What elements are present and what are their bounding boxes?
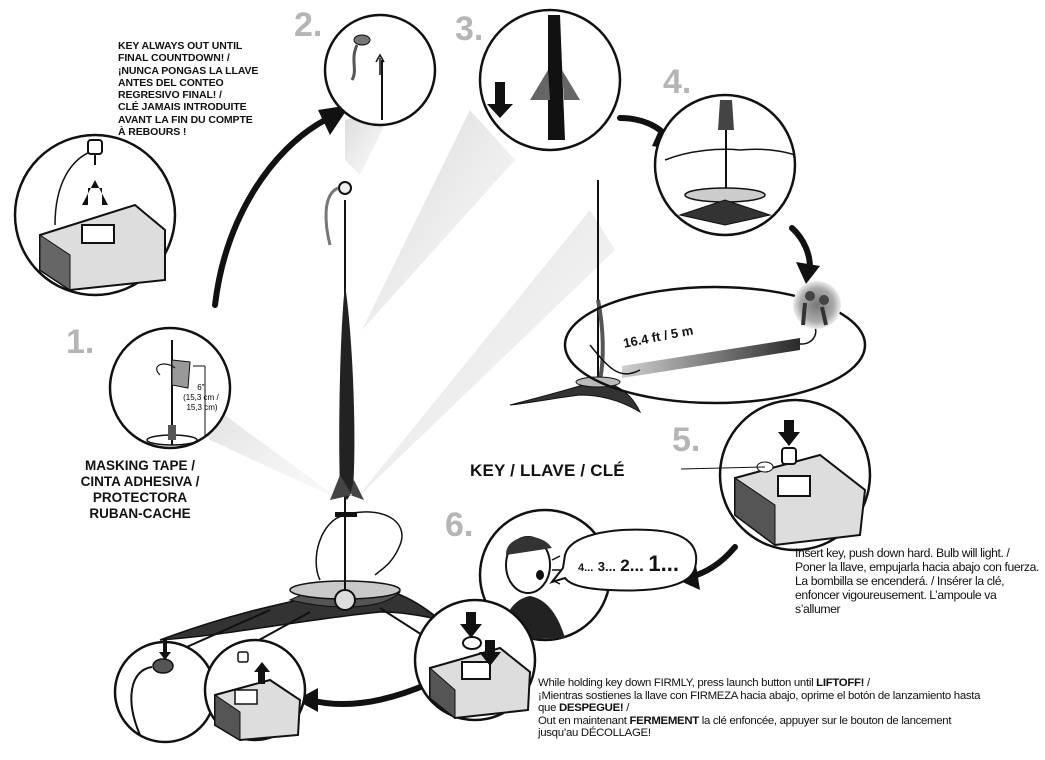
measure-text: 6" (15,3 cm / 15,3 cm) xyxy=(183,383,221,412)
step-4-circle xyxy=(653,93,797,237)
key-label: KEY / LLAVE / CLÉ xyxy=(470,461,625,480)
launch-instruction: While holding key down FIRMLY, press lau… xyxy=(538,677,981,740)
distant-launch-pad xyxy=(509,180,867,414)
step-number-1: 1. xyxy=(66,323,95,361)
step-number-4: 4. xyxy=(663,63,692,101)
step-number-5: 5. xyxy=(672,421,701,459)
countdown-text: 4... 3... 2... 1... xyxy=(578,551,679,576)
countdown-bubble xyxy=(549,528,698,592)
step-3-circle xyxy=(478,8,622,152)
key-warning-text: KEY ALWAYS OUT UNTIL FINAL COUNTDOWN! / … xyxy=(118,40,259,139)
step-5-circle xyxy=(680,398,872,552)
masking-tape-label: MASKING TAPE / CINTA ADHESIVA / PROTECTO… xyxy=(80,458,200,521)
step-number-2: 2. xyxy=(294,6,323,44)
launch-button-circle xyxy=(413,598,537,722)
step-number-6: 6. xyxy=(445,506,474,544)
step-number-3: 3. xyxy=(455,10,484,48)
step-2-circle xyxy=(323,13,437,127)
insert-key-instruction: Insert key, push down hard. Bulb will li… xyxy=(795,546,1039,616)
step-1-circle xyxy=(108,326,232,450)
remove-key-circles xyxy=(113,638,307,744)
kids-photo-thumbnail xyxy=(793,281,841,329)
key-removed-circle xyxy=(13,133,177,297)
